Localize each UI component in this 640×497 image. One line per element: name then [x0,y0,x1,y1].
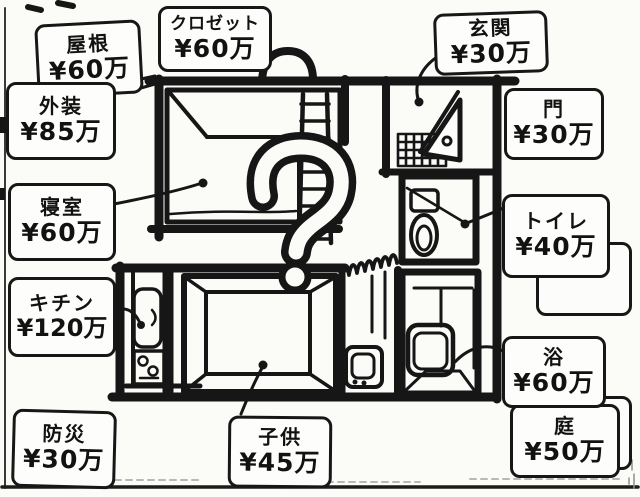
label-bath: 浴 ¥60万 [502,336,606,408]
label-disaster-prevention-price: ¥30万 [22,444,105,476]
label-kitchen-price: ¥120万 [16,313,108,342]
label-entrance-name: 玄関 [468,15,513,42]
connector-squiggle [339,253,399,279]
label-entrance: 玄関 ¥30万 [432,10,550,76]
label-toilet-price: ¥40万 [515,232,597,262]
label-bath-price: ¥60万 [513,368,595,398]
bathtub [405,322,456,378]
label-kitchen-name: キチン [29,290,95,315]
label-garden-name: 庭 [554,414,576,439]
kitchen-counter [132,287,163,349]
label-garden-price: ¥50万 [524,437,606,467]
label-kids-room-name: 子供 [258,425,303,450]
entrance-room [396,90,463,168]
leader-lines [111,55,508,416]
label-disaster-prevention-name: 防災 [42,421,87,447]
label-roof-name: 屋根 [65,31,111,58]
label-closet-price: ¥60万 [174,33,256,63]
leader-roof [139,74,157,90]
label-kitchen: キチン ¥120万 [8,277,116,357]
label-exterior-price: ¥85万 [20,117,102,147]
bath-room [398,268,482,398]
door-knob [441,135,453,147]
sink [344,345,384,389]
label-bedroom-name: 寝室 [40,195,84,220]
label-toilet: トイレ ¥40万 [502,194,610,278]
leader-kids [239,366,264,416]
label-disaster-prevention: 防災 ¥30万 [10,408,118,490]
leader-kitchen [111,307,141,323]
label-bath-name: 浴 [543,345,565,370]
label-exterior-name: 外装 [39,94,83,119]
stove [132,349,166,386]
label-garden: 庭 ¥50万 [510,404,620,478]
washroom [344,270,387,389]
label-gate: 門 ¥30万 [504,88,604,160]
leader-entrance [415,55,439,101]
kids-room [181,273,339,395]
label-kids-room: 子供 ¥45万 [227,415,333,489]
leader-bedroom [112,182,201,206]
label-gate-name: 門 [543,97,565,122]
label-entrance-price: ¥30万 [450,37,533,70]
label-bedroom: 寝室 ¥60万 [8,183,116,261]
label-exterior: 外装 ¥85万 [6,82,116,160]
label-kids-room-price: ¥45万 [239,448,321,478]
label-toilet-name: トイレ [523,209,589,234]
toilet-tank [409,188,440,213]
leader-bath [453,345,505,364]
toilet-bowl [409,213,439,257]
label-closet: クロゼット ¥60万 [158,6,272,72]
toilet-room [398,172,480,266]
kitchen-room [131,270,166,387]
label-closet-name: クロゼット [170,13,260,34]
entrance-door [418,90,460,154]
lower-floor-walls [107,261,499,402]
question-mark [246,132,357,294]
label-gate-price: ¥30万 [513,120,595,150]
label-bedroom-price: ¥60万 [21,218,103,248]
